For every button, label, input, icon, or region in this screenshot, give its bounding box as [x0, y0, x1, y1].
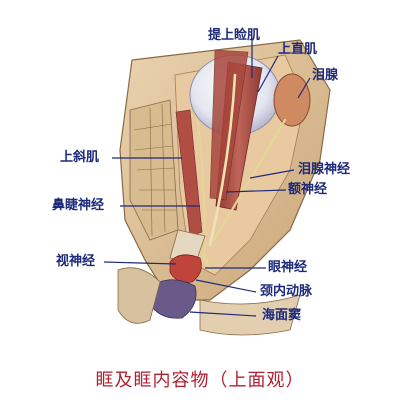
label-superior-rectus: 上直肌 [278, 42, 318, 57]
cranial-base [199, 294, 301, 336]
label-optic-nerve: 视神经 [56, 254, 96, 269]
leader-lacrimal-nerve [249, 169, 295, 179]
label-nasociliary-nerve: 鼻睫神经 [52, 198, 105, 213]
superior-oblique-muscle [175, 109, 203, 237]
lacrimal-gland [273, 73, 311, 127]
label-frontal-nerve: 额神经 [288, 182, 328, 197]
ethmoid-cells [129, 99, 179, 241]
leader-superior-rectus [257, 55, 279, 93]
label-lacrimal-gland: 泪腺 [312, 68, 339, 83]
label-internal-carotid: 颈内动脉 [260, 284, 313, 299]
carotid-shape [169, 254, 202, 283]
frontal-nerve-line [208, 73, 237, 247]
nasociliary-nerve-line [197, 119, 206, 251]
figure-caption: 眶及眶内容物（上面观） [95, 370, 305, 391]
levator-muscle [209, 49, 249, 201]
ophthalmic-nerve-line [198, 243, 212, 272]
leader-cavernous-sinus [189, 311, 257, 317]
leader-carotid [195, 279, 257, 293]
label-levator-palpebrae: 提上睑肌 [208, 28, 261, 43]
label-superior-oblique: 上斜肌 [60, 150, 100, 165]
leader-lacrimal-gland [297, 77, 311, 99]
label-cavernous-sinus: 海面窦 [262, 308, 302, 323]
label-lacrimal-nerve: 泪腺神经 [298, 162, 351, 177]
leader-optic-nerve [103, 261, 177, 265]
cavernous-sinus-shape [149, 279, 197, 319]
label-oculomotor-nerve: 眼神经 [268, 260, 308, 275]
sphenoid-bone [117, 267, 161, 324]
lacrimal-nerve-line [212, 118, 287, 242]
leader-frontal-nerve [225, 189, 287, 193]
